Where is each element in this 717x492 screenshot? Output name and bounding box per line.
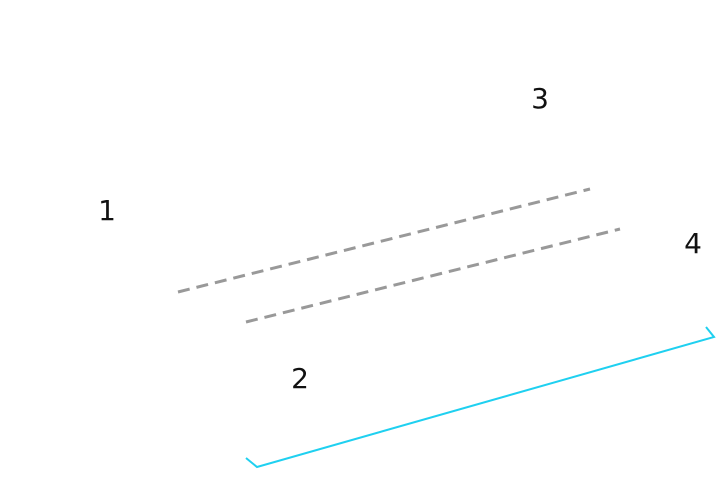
- dimension-line: [245, 326, 716, 469]
- label-3: 3: [531, 82, 549, 115]
- label-2: 2: [291, 362, 309, 395]
- label-4: 4: [684, 227, 702, 260]
- label-1: 1: [98, 194, 116, 227]
- dashed-line-upper: [177, 187, 591, 294]
- dashed-line-lower: [245, 227, 621, 324]
